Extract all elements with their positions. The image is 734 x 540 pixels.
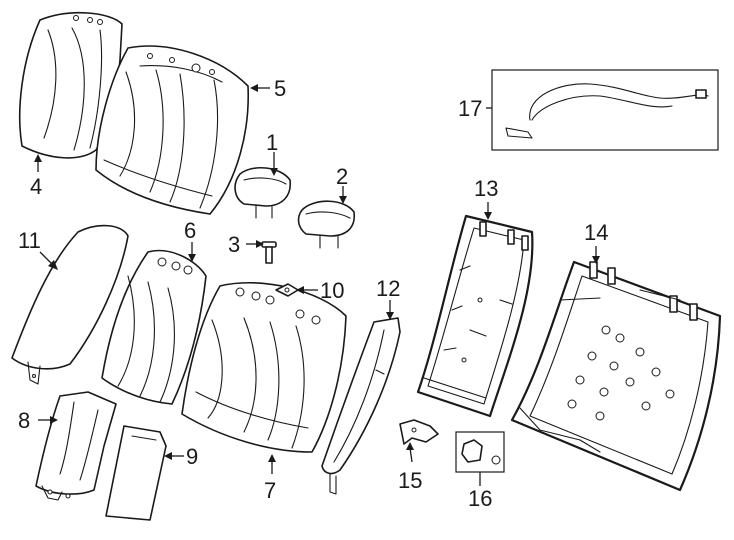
- part-14-seat-back-frame[interactable]: [510, 260, 722, 492]
- callout-3: 3: [228, 232, 240, 257]
- part-15-bracket[interactable]: [399, 419, 439, 445]
- callout-7: 7: [264, 478, 276, 503]
- part-3-guide-pin[interactable]: [261, 241, 277, 264]
- callout-9: 9: [186, 444, 198, 469]
- callout-15: 15: [398, 468, 422, 493]
- callout-2: 2: [336, 164, 348, 189]
- part-12-side-panel[interactable]: [321, 317, 401, 495]
- part-7-seat-back-pad[interactable]: [181, 282, 347, 453]
- callout-13: 13: [474, 176, 498, 201]
- callout-6: 6: [184, 218, 196, 243]
- callout-16: 16: [468, 486, 492, 511]
- part-9-trim-panel[interactable]: [105, 425, 167, 521]
- part-8-trim-cover[interactable]: [35, 391, 117, 501]
- leader-lines: [34, 84, 600, 486]
- callout-4: 4: [30, 174, 42, 199]
- part-6-seat-back-pad[interactable]: [101, 249, 207, 405]
- part-4-seat-back-cover[interactable]: [18, 11, 123, 159]
- callout-12: 12: [376, 276, 400, 301]
- callout-8: 8: [18, 408, 30, 433]
- callout-11: 11: [18, 228, 41, 253]
- callout-17: 17: [458, 96, 482, 121]
- part-5-seat-back-cover[interactable]: [95, 45, 250, 215]
- part-17-cable-box[interactable]: [491, 69, 719, 151]
- callout-1: 1: [266, 130, 278, 155]
- part-13-seat-back-frame[interactable]: [416, 214, 534, 418]
- part-1-headrest[interactable]: [234, 167, 291, 219]
- part-11-side-bolster[interactable]: [11, 224, 129, 385]
- callout-5: 5: [274, 76, 286, 101]
- callout-14: 14: [584, 220, 608, 245]
- part-16-kit-box[interactable]: [455, 431, 505, 473]
- callout-10: 10: [320, 278, 344, 303]
- callout-labels: 1 2 3 4 5 6 7 8 9 10 11 12 13 14 15 16 1…: [18, 76, 608, 511]
- part-2-headrest[interactable]: [297, 200, 355, 249]
